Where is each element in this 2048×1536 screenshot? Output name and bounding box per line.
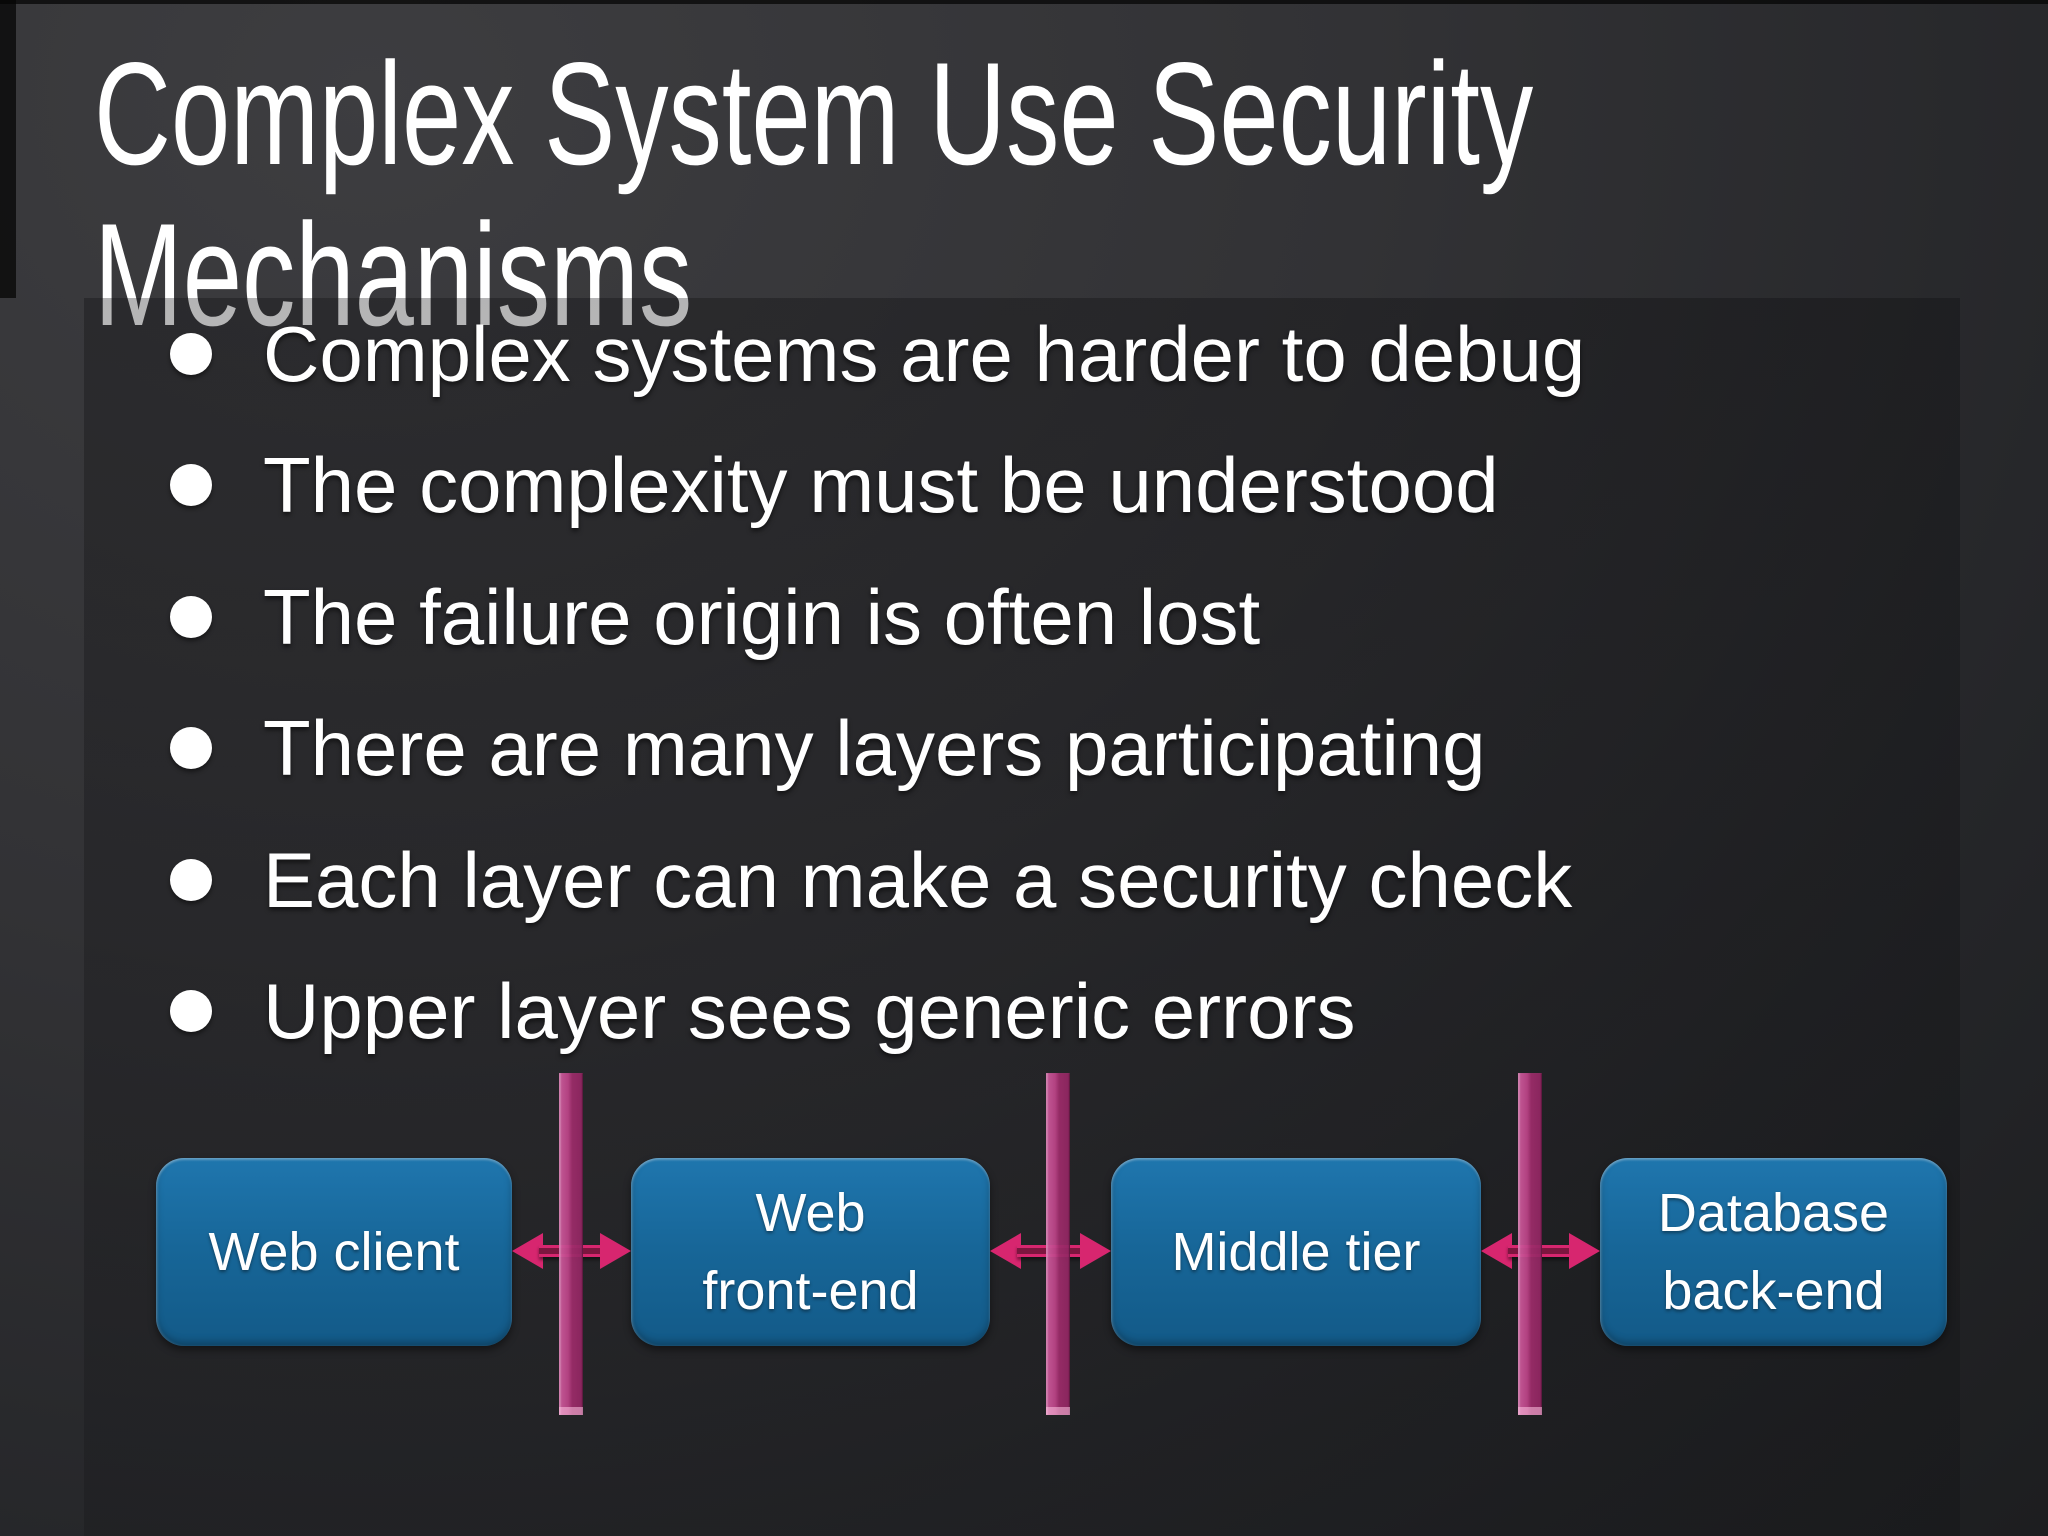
title-line-2: Mechanisms <box>94 192 693 356</box>
bullet-text: The complexity must be understood <box>263 441 1499 530</box>
bullet-item: Each layer can make a security check <box>170 814 1585 946</box>
node-label: Middle tier <box>1171 1221 1421 1282</box>
content-panel: Complex systems are harder to debug The … <box>84 298 1960 1536</box>
bullet-item: Complex systems are harder to debug <box>170 288 1585 420</box>
bullet-text: Each layer can make a security check <box>263 835 1573 924</box>
node-label: Web front-end <box>702 1182 919 1321</box>
bullet-dot-icon <box>170 858 212 901</box>
node-database-back-end: Database back-end <box>1600 1158 1947 1346</box>
bullet-list: Complex systems are harder to debug The … <box>170 288 1585 1077</box>
double-arrow-icon <box>512 1233 631 1269</box>
bullet-text: Upper layer sees generic errors <box>263 967 1356 1056</box>
bullet-text: Complex systems are harder to debug <box>263 309 1586 398</box>
bullet-dot-icon <box>170 990 212 1033</box>
arrowhead-left-icon <box>512 1233 543 1269</box>
bullet-dot-icon <box>170 595 212 638</box>
arrowhead-left-icon <box>990 1233 1021 1269</box>
bullet-item: The complexity must be understood <box>170 420 1585 552</box>
bullet-text: There are many layers participating <box>263 704 1486 793</box>
node-label: Database back-end <box>1657 1182 1890 1321</box>
security-barrier-bar <box>1046 1073 1070 1415</box>
left-edge-artifact <box>0 0 16 298</box>
bullet-item: The failure origin is often lost <box>170 551 1585 683</box>
bullet-dot-icon <box>170 464 212 507</box>
arrowhead-right-icon <box>1569 1233 1600 1269</box>
security-barrier-bar <box>1518 1073 1542 1415</box>
arrowhead-right-icon <box>1080 1233 1111 1269</box>
bullet-text: The failure origin is often lost <box>263 572 1261 661</box>
arrowhead-right-icon <box>600 1233 631 1269</box>
bullet-item: There are many layers participating <box>170 683 1585 815</box>
node-label: Web client <box>208 1221 460 1282</box>
bullet-dot-icon <box>170 727 212 770</box>
bullet-item: Upper layer sees generic errors <box>170 946 1585 1078</box>
node-middle-tier: Middle tier <box>1111 1158 1481 1346</box>
top-edge-artifact <box>0 0 2048 4</box>
node-web-front-end: Web front-end <box>631 1158 990 1346</box>
security-barrier-bar <box>559 1073 583 1415</box>
slide-title: Complex System Use Security Mechanisms <box>94 32 1534 356</box>
bullet-dot-icon <box>170 332 212 375</box>
title-line-1: Complex System Use Security <box>94 32 1534 195</box>
arrowhead-left-icon <box>1481 1233 1512 1269</box>
node-web-client: Web client <box>156 1158 512 1346</box>
